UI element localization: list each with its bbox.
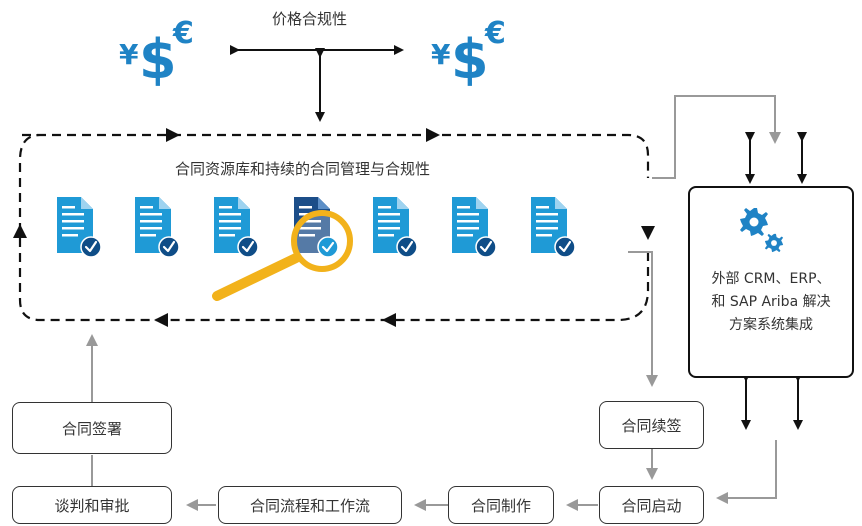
integration-line-2: 和 SAP Ariba 解决 [711,294,831,310]
magnifier-icon [212,210,353,301]
loop-arrow-top-1 [166,128,180,142]
contract-creation-box: 合同制作 [448,486,554,524]
negotiation-approval-box: 谈判和审批 [12,486,172,524]
integration-line-3: 方案系统集成 [729,317,813,333]
price-compliance-label: 价格合规性 [272,10,348,28]
contract-signing-box: 合同签署 [12,402,172,454]
integration-to-launch [716,440,777,504]
contract-renewal-box: 合同续签 [599,401,704,449]
document-icon [529,195,577,259]
currency-icon-right: ¥ $ € [431,16,506,91]
document-icon [55,195,103,259]
document-icon [212,195,260,259]
repository-loop [18,133,650,322]
loop-arrow-bottom-1 [382,313,396,327]
document-icon [133,195,181,259]
loop-arrow-top-2 [426,128,440,142]
repository-label: 合同资源库和持续的合同管理与合规性 [175,160,431,178]
loop-arrow-right [641,226,655,240]
connector-to-renew [628,251,658,387]
integration-box: 外部 CRM、ERP、 和 SAP Ariba 解决 方案系统集成 [688,186,854,378]
loop-arrow-left [13,224,27,238]
contract-workflow-box: 合同流程和工作流 [218,486,402,524]
contract-launch-box: 合同启动 [599,486,704,524]
currency-icon-left: ¥ $ € [119,16,194,91]
document-icon [371,195,419,259]
loop-arrow-bottom-2 [154,313,168,327]
document-icon [450,195,498,259]
integration-line-1: 外部 CRM、ERP、 [711,271,831,287]
gears-icon [740,208,784,253]
connector-to-integration [652,95,781,179]
